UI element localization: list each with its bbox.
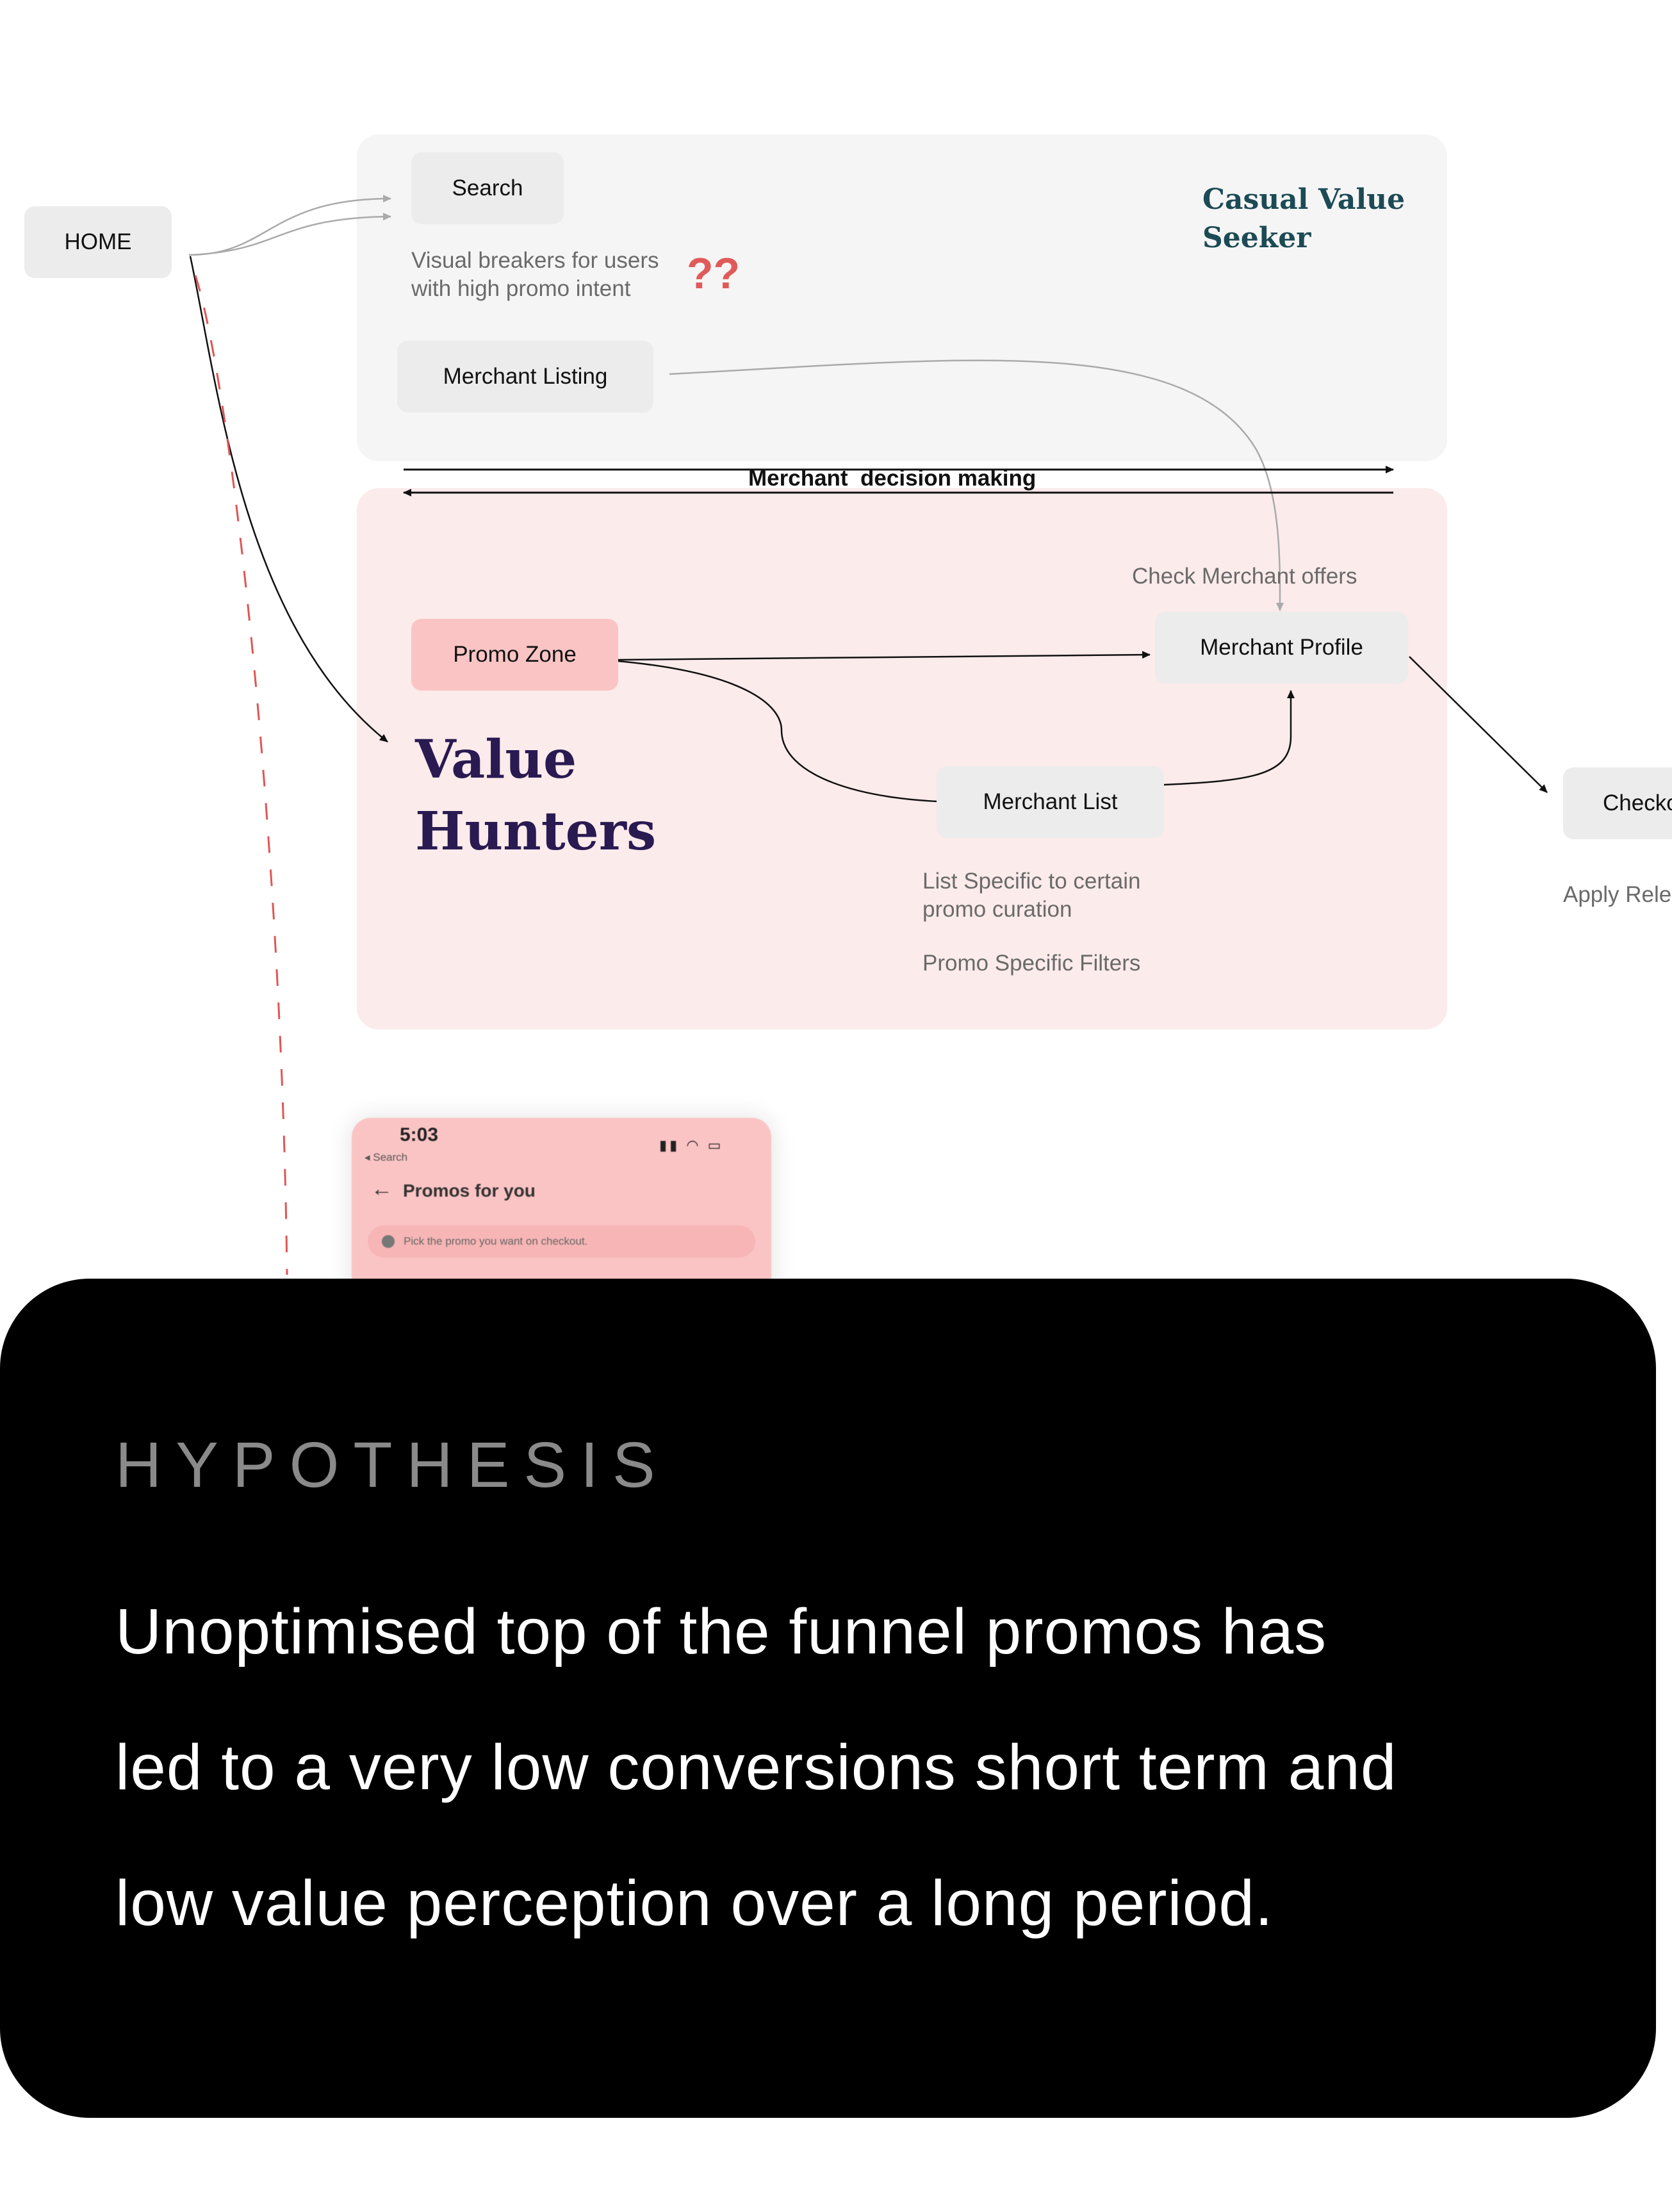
hypothesis-card bbox=[0, 1279, 1656, 2118]
hypothesis-line-2: led to a very low conversions short term… bbox=[115, 1732, 1397, 1803]
phone-back-link[interactable]: ◂ Search bbox=[365, 1151, 408, 1163]
merchant-list-node[interactable]: Merchant List bbox=[937, 766, 1164, 838]
list-specific-note: List Specific to certain promo curation bbox=[922, 869, 1141, 922]
phone-time: 5:03 bbox=[400, 1124, 439, 1145]
apply-relevant-note: Apply Rele bbox=[1563, 882, 1672, 907]
phone-status-icons: ▮▮ ◠ ▭ bbox=[659, 1137, 724, 1153]
value-hunters-title: Value Hunters bbox=[415, 729, 657, 862]
home-to-search-connector-2 bbox=[188, 213, 391, 256]
profile-to-checkout-connector bbox=[1409, 656, 1548, 793]
checkout-label: Checko bbox=[1603, 791, 1672, 815]
phone-info-banner: Pick the promo you want on checkout. bbox=[368, 1225, 755, 1258]
hypothesis-line-3: low value perception over a long period. bbox=[115, 1867, 1274, 1939]
merchant-listing-node[interactable]: Merchant Listing bbox=[397, 341, 653, 413]
promo-zone-node[interactable]: Promo Zone bbox=[411, 619, 618, 691]
phone-banner-text: Pick the promo you want on checkout. bbox=[404, 1235, 588, 1247]
listing-to-profile-connector bbox=[669, 359, 1284, 611]
hypothesis-line-1: Unoptimised top of the funnel promos has bbox=[115, 1596, 1327, 1667]
home-node[interactable]: HOME bbox=[24, 206, 172, 278]
phone-title: Promos for you bbox=[403, 1181, 536, 1200]
casual-value-seeker-title: Casual Value Seeker bbox=[1202, 183, 1406, 254]
decision-making-label: Merchant decision making bbox=[748, 466, 1037, 491]
visual-breakers-note: Visual breakers for users with high prom… bbox=[411, 248, 659, 301]
dashed-guide-line bbox=[194, 275, 288, 1275]
checkout-node[interactable]: Checko bbox=[1563, 767, 1672, 839]
hypothesis-label: HYPOTHESIS bbox=[115, 1429, 669, 1501]
search-node[interactable]: Search bbox=[411, 152, 564, 224]
merchant-profile-node[interactable]: Merchant Profile bbox=[1155, 612, 1408, 684]
list-to-profile-connector bbox=[1122, 690, 1295, 788]
home-to-search-connector bbox=[188, 195, 391, 256]
info-icon bbox=[382, 1235, 395, 1248]
promo-to-profile-connector bbox=[618, 651, 1151, 661]
home-to-value-hunters-connector bbox=[189, 256, 388, 742]
back-arrow-icon[interactable]: ← bbox=[371, 1177, 393, 1201]
value-hunters-panel bbox=[357, 488, 1447, 1029]
question-marks: ?? bbox=[687, 249, 741, 298]
promo-to-list-connector bbox=[618, 660, 958, 806]
check-merchant-offers-note: Check Merchant offers bbox=[1132, 564, 1357, 589]
promo-specific-filters-note: Promo Specific Filters bbox=[922, 951, 1141, 976]
